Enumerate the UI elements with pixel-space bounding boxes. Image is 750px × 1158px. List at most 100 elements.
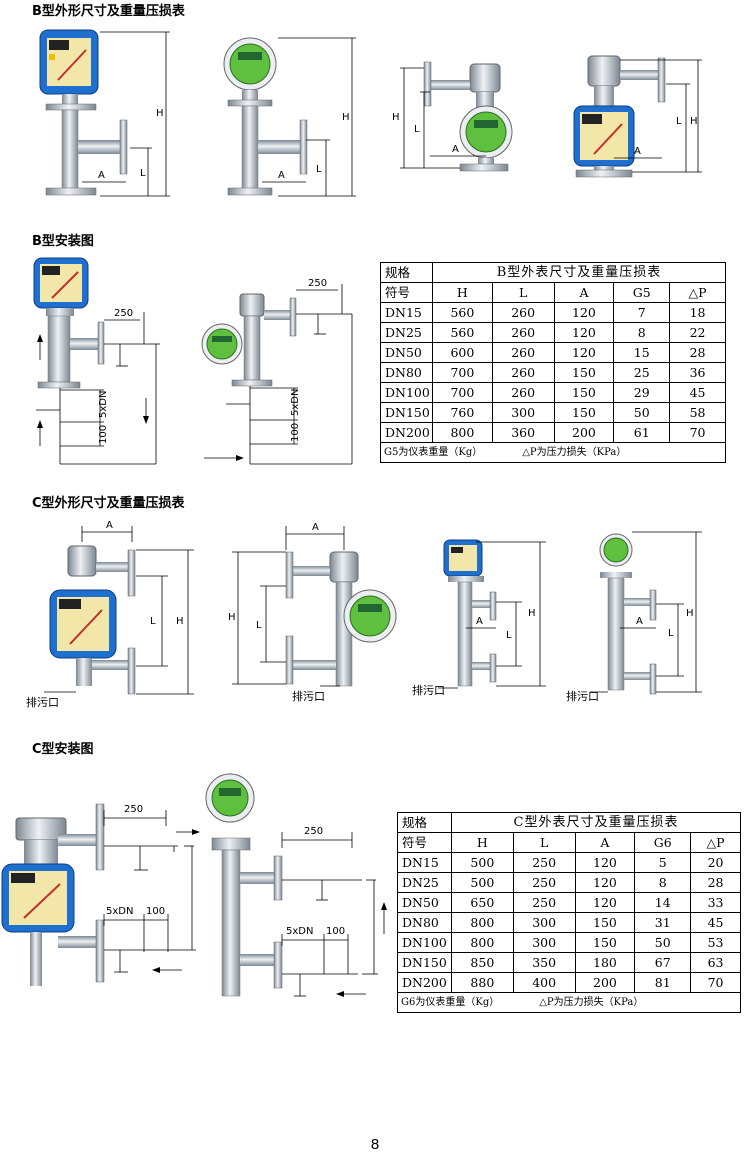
table-cell: 45 [690,912,741,933]
table-b-title-row: 规格 B型外表尺寸及重量压损表 [380,262,727,283]
c-install-meter-right [205,773,283,997]
table-cell: 120 [574,892,636,913]
b-dim-a-4: A [634,146,641,157]
b-dim-h-3: H [392,112,400,123]
c-install-meter-left [1,803,105,986]
table-cell: 70 [669,422,726,443]
table-cell: 250 [512,852,576,873]
c-install-dim-250-right: 250 [304,826,323,837]
table-c-code-header: 符号 [397,832,452,853]
table-cell: 120 [574,852,636,873]
table-cell: 260 [491,382,555,403]
c-install-dim-5xdn-right: 5xDN [286,926,313,937]
table-cell: 20 [690,852,741,873]
c-dim-h-4: H [686,608,694,619]
b-dim-l-1: L [140,168,146,179]
table-cell: 150 [553,382,615,403]
c-dim-l-4: L [668,628,674,639]
table-cell: 22 [669,322,726,343]
b-meter-4 [573,55,666,178]
row-spec-cell: DN80 [380,362,433,383]
c-meter-2 [285,551,397,687]
b-install-dim-100-right: 100 [290,423,301,442]
table-cell: 560 [431,302,493,323]
c-dim-l-3: L [506,630,512,641]
c-dim-l-1: L [150,616,156,627]
c-install-dim-250-left: 250 [124,804,143,815]
table-cell: 18 [669,302,726,323]
table-cell: 260 [491,322,555,343]
c-meter-3 [443,539,497,687]
c-meter-4 [599,533,657,695]
row-spec-cell: DN200 [380,422,433,443]
table-cell: 8 [613,322,671,343]
table-cell: 150 [574,932,636,953]
table-cell: 31 [634,912,692,933]
b-install-dim-5xdn-left: 5xDN [98,391,109,418]
table-cell: 260 [491,362,555,383]
table-b-title: B型外表尺寸及重量压损表 [431,262,727,283]
table-cell: 14 [634,892,692,913]
table-cell: 45 [669,382,726,403]
table-cell: 180 [574,952,636,973]
row-spec-cell: DN100 [397,932,452,953]
table-b-col-dp: △P [669,282,726,303]
section-title-b-dims: B型外形尺寸及重量压损表 [32,4,185,19]
table-b-col-h: H [431,282,493,303]
table-b-spec-header: 规格 [380,262,433,283]
c-dim-l-2: L [256,620,262,631]
table-c-spec-header: 规格 [397,812,452,833]
page-number: 8 [370,1136,380,1153]
b-type-install-drawings: 250 5xDN 100 250 5xDN 100 [33,257,353,465]
table-c-note-pressure: △P为压力损失（KPa） [539,997,644,1008]
table-c-title: C型外表尺寸及重量压损表 [450,812,742,833]
b-dim-l-3: L [414,124,420,135]
table-cell: 300 [491,402,555,423]
table-cell: 63 [690,952,741,973]
table-cell: 700 [431,362,493,383]
table-b-header-row: 符号 H L A G5 △P [380,282,726,303]
c-install-dim-5xdn-left: 5xDN [106,906,133,917]
section-title-b-install: B型安装图 [32,234,94,249]
b-dim-h-2: H [342,112,350,123]
section-title-c-dims: C型外形尺寸及重量压损表 [32,496,185,511]
table-cell: 700 [431,382,493,403]
row-spec-cell: DN100 [380,382,433,403]
table-cell: 50 [613,402,671,423]
table-cell: 500 [450,852,514,873]
table-cell: 15 [613,342,671,363]
row-spec-cell: DN200 [397,972,452,993]
c-dim-a-4: A [636,616,643,627]
section-title-c-install: C型安装图 [32,742,94,757]
table-c-header-row: 符号 H L A G6 △P [397,832,741,853]
b-type-dimension-drawings: H L A H L A H L A [39,29,702,197]
c-install-dim-100-right: 100 [326,926,345,937]
c-drain-label-3: 排污口 [412,683,445,697]
table-c-col-h: H [450,832,514,853]
table-cell: 560 [431,322,493,343]
table-cell: 200 [574,972,636,993]
b-dim-a-2: A [278,170,285,181]
table-cell: 400 [512,972,576,993]
c-dim-h-3: H [528,608,536,619]
row-spec-cell: DN80 [397,912,452,933]
row-spec-cell: DN15 [397,852,452,873]
c-type-dimension-drawings: A H L 排污口 A H L 排污口 A [26,520,702,709]
table-cell: 29 [613,382,671,403]
table-cell: 8 [634,872,692,893]
b-install-meter-right [201,293,297,387]
table-b-note-pressure: △P为压力损失（KPa） [522,447,627,458]
c-install-dim-100-left: 100 [146,906,165,917]
table-cell: 36 [669,362,726,383]
